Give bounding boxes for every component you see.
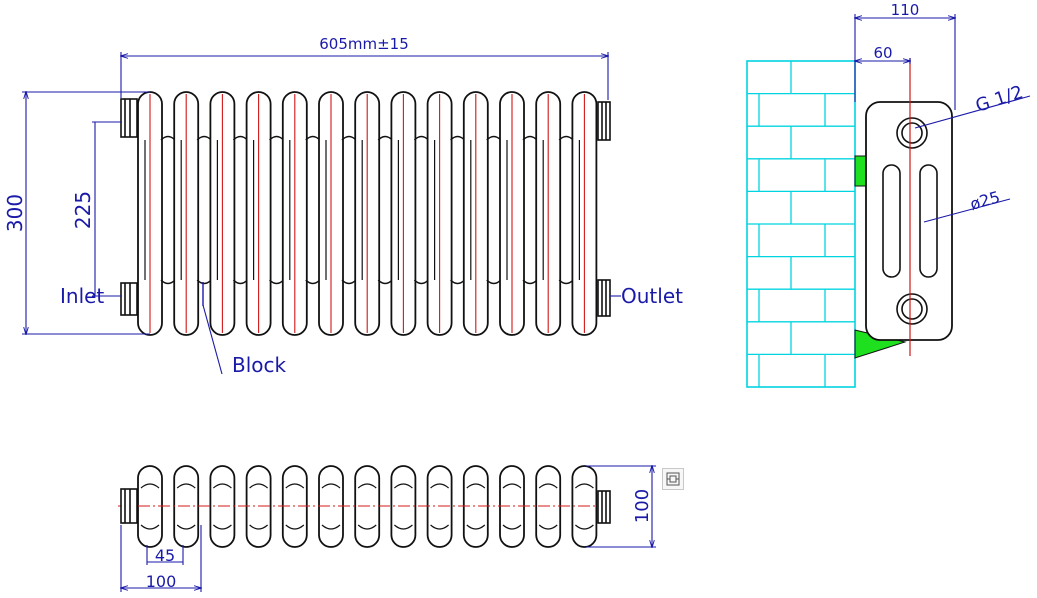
left-tube-slot	[882, 164, 901, 278]
top-column-fold-upper	[466, 483, 486, 489]
block-label: Block	[232, 353, 287, 377]
top-column-fold-upper	[357, 483, 377, 489]
front-column-gap-bottom	[486, 279, 502, 285]
top-column-fold-lower	[176, 524, 196, 530]
front-column-gap-top	[377, 135, 393, 141]
top-port-inner	[901, 122, 923, 144]
front-column-gap-top	[450, 135, 466, 141]
top-column-fold-lower	[140, 524, 160, 530]
inlet-label: Inlet	[60, 284, 104, 308]
front-column-gap-top	[522, 135, 538, 141]
top-column-fold-lower	[466, 524, 486, 530]
front-column-gap-top	[160, 135, 176, 141]
fit-view-glyph	[666, 472, 680, 486]
top-column-fold-lower	[394, 524, 413, 530]
top-column-fold-upper	[394, 483, 413, 489]
top-column-fold-upper	[321, 483, 341, 489]
top-column-fold-upper	[213, 483, 232, 489]
centers-dimension	[92, 121, 122, 297]
top-depth-dim-text: 100	[632, 489, 653, 523]
outlet-top-valve	[597, 101, 611, 141]
tube-leader	[923, 198, 1011, 223]
top-column-fold-lower	[321, 524, 341, 530]
fit-view-icon[interactable]	[662, 468, 684, 490]
front-column-gap-bottom	[269, 279, 285, 285]
front-column-gap-top	[232, 135, 248, 141]
top-column-fold-lower	[213, 524, 232, 530]
thread-leader	[914, 95, 1031, 129]
bottom-port-inner	[901, 298, 923, 320]
outlet-label: Outlet	[621, 284, 683, 308]
end-width-dimension	[121, 525, 201, 592]
height-dim-text: 300	[3, 194, 27, 232]
wall-offset-dim-text: 60	[873, 44, 892, 62]
tube-label: ø25	[968, 187, 1002, 214]
front-column-gap-top	[486, 135, 502, 141]
front-column-gap-bottom	[522, 279, 538, 285]
front-column-gap-bottom	[305, 279, 321, 285]
block-leader	[202, 304, 223, 375]
top-column-fold-upper	[249, 483, 268, 489]
top-view: 45 100 100	[118, 465, 656, 592]
front-columns	[137, 91, 598, 336]
centers-dim-text: 225	[71, 191, 95, 229]
front-column-gap-top	[269, 135, 285, 141]
side-view: 110 60 G 1/2 ø25	[746, 1, 1031, 388]
front-column-gap-bottom	[341, 279, 357, 285]
width-dim-text: 605mm±15	[319, 35, 409, 53]
top-right-valve	[597, 490, 611, 524]
front-column-gap-top	[305, 135, 321, 141]
radiator-side-profile	[865, 101, 953, 341]
top-column-fold-lower	[285, 524, 305, 530]
top-column-fold-lower	[430, 524, 449, 530]
pitch-dim-text: 45	[155, 546, 175, 565]
front-column-gap-top	[341, 135, 357, 141]
front-column-gap-bottom	[558, 279, 574, 285]
top-column-fold-upper	[430, 483, 449, 489]
top-column-fold-lower	[575, 524, 594, 530]
outlet-bottom-valve	[597, 279, 611, 317]
inlet-bottom-valve	[120, 282, 138, 316]
brick-wall	[746, 60, 856, 388]
top-column-fold-lower	[538, 524, 558, 530]
front-column-gap-top	[558, 135, 574, 141]
top-column-fold-upper	[176, 483, 196, 489]
top-column-fold-upper	[575, 483, 594, 489]
thread-label: G 1/2	[973, 82, 1026, 117]
front-column-gap-top	[196, 135, 212, 141]
front-column-gap-bottom	[413, 279, 429, 285]
front-column-gap-bottom	[160, 279, 176, 285]
pitch-dimension	[146, 545, 184, 565]
top-column-fold-upper	[502, 483, 522, 489]
depth-dimension	[855, 14, 955, 110]
height-dimension	[22, 92, 150, 334]
top-depth-dimension	[586, 466, 656, 547]
front-column-gap-top	[413, 135, 429, 141]
top-column-fold-upper	[538, 483, 558, 489]
top-column-fold-upper	[285, 483, 305, 489]
front-column-gap-bottom	[232, 279, 248, 285]
end-width-dim-text: 100	[146, 572, 177, 591]
width-dimension	[121, 52, 608, 100]
front-column-gap-bottom	[196, 279, 212, 285]
front-column-gap-bottom	[377, 279, 393, 285]
front-column-gap-bottom	[450, 279, 466, 285]
top-column-fold-upper	[140, 483, 160, 489]
front-view: 605mm±15 300 225 Inlet Outlet Block	[3, 35, 683, 377]
top-column-fold-lower	[357, 524, 377, 530]
inlet-top-valve	[120, 98, 138, 138]
top-left-valve	[120, 488, 138, 524]
top-column-fold-lower	[502, 524, 522, 530]
top-column-fold-lower	[249, 524, 268, 530]
depth-dim-text: 110	[891, 1, 920, 19]
